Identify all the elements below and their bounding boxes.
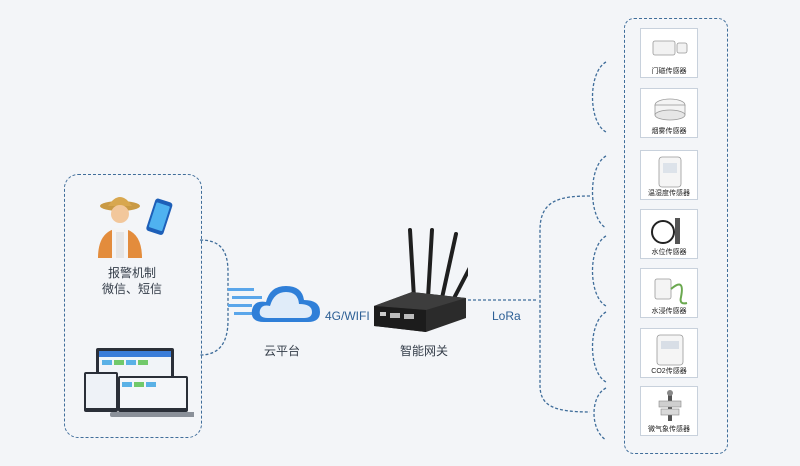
sensor-card-door: 门磁传感器 [640, 28, 698, 78]
farmer-with-phone-icon [98, 197, 173, 258]
sensor-name: 温湿度传感器 [648, 190, 690, 197]
water-leak-sensor-icon [654, 278, 688, 305]
weather-station-icon [658, 390, 682, 421]
sensor-card-temp-humidity: 温湿度传感器 [640, 150, 698, 200]
uplink-label: 4G/WIFI [325, 309, 370, 323]
sensor-panel [624, 18, 728, 454]
alarm-subtitle: 微信、短信 [101, 282, 162, 296]
door-sensor-icon [652, 40, 688, 56]
water-level-sensor-icon [651, 218, 680, 244]
temp-humidity-sensor-icon [658, 156, 682, 188]
sensor-name: 门磁传感器 [651, 68, 687, 75]
co2-sensor-icon [656, 334, 684, 366]
gateway-icon [374, 228, 468, 332]
sensor-name: 水浸传感器 [651, 308, 687, 315]
sensor-card-water-level: 水位传感器 [640, 209, 698, 259]
cloud-icon [228, 286, 320, 322]
sensor-card-weather: 微气象传感器 [640, 386, 698, 436]
sensor-card-smoke: 烟雾传感器 [640, 88, 698, 138]
sensor-name: CO2传感器 [651, 368, 687, 375]
dashboard-devices-icon [84, 348, 194, 417]
alarm-title: 报警机制 [107, 266, 156, 280]
smoke-sensor-icon [654, 98, 686, 121]
alarm-panel [64, 174, 202, 438]
sensor-name: 水位传感器 [651, 249, 687, 256]
cloud-label: 云平台 [263, 344, 300, 358]
sensor-card-water-leak: 水浸传感器 [640, 268, 698, 318]
downlink-label: LoRa [492, 309, 521, 323]
sensor-name: 烟雾传感器 [651, 128, 687, 135]
gateway-label: 智能网关 [399, 344, 448, 358]
sensor-name: 微气象传感器 [648, 426, 690, 433]
sensor-card-co2: CO2传感器 [640, 328, 698, 378]
